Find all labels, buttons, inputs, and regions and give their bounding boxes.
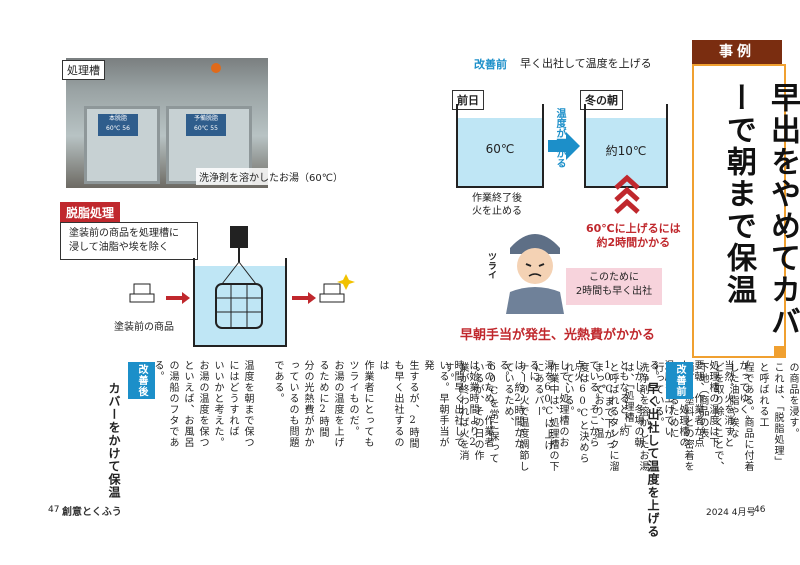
body-line: 洗浄剤を溶かしたお湯は、「処理槽」: [622, 362, 648, 472]
body-line: がってゆく。: [737, 360, 748, 426]
after-heading: カバーをかけて保温: [107, 382, 121, 499]
day-before-water: [458, 118, 542, 186]
early-reason-line2: 2時間も早く出社: [575, 286, 653, 297]
heat-time-line2: 約2時間かかる: [596, 236, 671, 249]
photo-caption: 洗浄剤を溶かしたお湯（60℃）: [196, 168, 346, 185]
body-line: 業が終われば火を消す。: [442, 362, 468, 461]
body-line: 60℃を常に保っているが、その日の作: [472, 362, 498, 464]
winter-water: [586, 118, 666, 186]
worker-illustration: [506, 234, 564, 314]
problem-summary: 早朝手当が発生、光熱費がかかる: [460, 328, 656, 343]
body-line: 程である。商品に付着した油脂や埃な: [727, 362, 753, 472]
body-line: 当然、火を消すと処理槽の温度は下: [707, 360, 733, 448]
hoist-icon: [230, 226, 248, 248]
body-line: 面）と塗料との密着を良くするために: [667, 362, 693, 472]
body-line: いいかと考えた。: [212, 360, 223, 448]
body-line: [255, 360, 270, 454]
worker-feeling: ツライ: [486, 252, 496, 279]
left-page-number: 47: [48, 505, 60, 515]
temp-drop-label: 温度が下がる: [554, 108, 565, 168]
arrow-into-tank: [166, 292, 190, 304]
body-line: かしたお湯に、塗装前の商品を浸す。: [787, 362, 798, 439]
body-line: 10℃まで下がっている。そこから点火: [572, 360, 613, 451]
body-line: 作業者にとってもツライものだ。: [347, 360, 373, 448]
brand-logo: 創意とくふう: [62, 507, 122, 518]
early-reason-line1: このために: [589, 272, 639, 283]
body-line: 時間早く出社している。早朝手当が発: [422, 360, 463, 448]
before-heading-top: 早く出社して温度を上げる: [520, 57, 652, 70]
degreasing-tag: 脱脂処理: [60, 202, 121, 223]
title-corner-mark: [774, 346, 786, 358]
day-before-tank: 60℃: [456, 104, 544, 188]
category-tag: 事例: [692, 40, 782, 64]
temp-drop-arrow: [548, 132, 580, 160]
body-line: これは、「脱脂処理」と呼ばれる工: [757, 362, 783, 467]
body-line: お湯の温度を保つといえば、お風呂: [182, 360, 208, 448]
body-line: 行っている。: [652, 362, 663, 428]
body-line: 温度を朝まで保つにはどうすれば: [227, 360, 253, 448]
degreasing-desc-line2: 浸して油脂や埃を除く: [69, 242, 169, 253]
after-tag: 改善後: [128, 362, 155, 399]
degreasing-tank: [193, 258, 287, 347]
day-before-label: 前日: [452, 90, 484, 110]
body-line: の湯船のフタである。: [152, 360, 178, 448]
body-line: と呼ばれるタンクに溜まっており、温: [592, 362, 618, 472]
body-line: である。: [272, 360, 283, 404]
after-work-line1: 作業終了後: [472, 193, 522, 204]
product-caption: 塗装前の商品: [114, 322, 174, 333]
right-body-columns: 塗装の前処理工程では、洗浄剤を溶かしたお湯に、塗装前の商品を浸す。これは、「脱脂…: [440, 362, 800, 472]
basket-icon: [215, 283, 263, 329]
body-line: 作業中は、処理槽の下にあるバー: [532, 362, 558, 472]
degreasing-diagram: [129, 226, 355, 347]
after-work-line2: 火を止める: [472, 206, 522, 217]
body-line: どを取り除くことで、下地（商品の表: [697, 362, 723, 472]
body-line: 分の光熱費がかかっているのも問題: [287, 360, 313, 448]
body-line: しかし、冬場の朝ともなると、約: [617, 360, 643, 448]
before-tag-top: 改善前: [474, 58, 507, 71]
after-work-caption: 作業終了後 火を止める: [472, 192, 522, 218]
body-line: ナーの火で温度調節しているため、: [502, 362, 528, 472]
section-heading: 早く出社して温度を上げる: [646, 382, 660, 538]
winter-morning-tank: 約10℃: [584, 104, 668, 188]
main-title: 早出をやめてカバーで朝まで保温: [721, 82, 800, 338]
early-reason-box: このために 2時間も早く出社: [566, 268, 662, 305]
body-line: は、約2時間かかる。: [497, 360, 523, 449]
body-line: お湯の温度を上げるために2時間: [317, 360, 343, 448]
title-box: 早出をやめてカバーで朝まで保温: [692, 64, 800, 358]
temp-before: 60℃: [485, 142, 515, 156]
body-line: そのため、作業者は始業時間より2: [467, 360, 493, 449]
body-line: 度は60℃と決められている。: [562, 362, 588, 464]
winter-morning-label: 冬の朝: [580, 90, 623, 110]
photo-label: 処理槽: [62, 60, 105, 80]
body-line: 生するが、2時間も早く出社するのは: [377, 360, 418, 449]
issue-label: 2024 4月号: [706, 508, 756, 518]
right-page-number: 46: [754, 505, 766, 515]
degreasing-description: 塗装前の商品を処理槽に 浸して油脂や埃を除く: [60, 222, 198, 260]
arrow-out-tank: [292, 292, 316, 304]
hook-icon: [211, 63, 221, 73]
temp-after: 約10℃: [605, 144, 647, 158]
section-tag: 改善前: [666, 362, 693, 399]
heat-time-note: 60℃に上げるには 約2時間かかる: [586, 222, 681, 250]
degreasing-water: [194, 266, 286, 346]
body-line: して、処理槽のお湯を60℃に上げるに: [527, 360, 568, 451]
degreasing-desc-line1: 塗装前の商品を処理槽に: [69, 228, 179, 239]
clean-product-icon: [319, 274, 355, 303]
body-line: 要朝、作業者が点火して、処理槽の: [677, 360, 703, 448]
right-body-text: 塗装の前処理工程では、洗浄剤を溶かしたお湯に、塗装前の商品を浸す。これは、「脱脂…: [440, 362, 800, 472]
product-icon: [129, 283, 155, 303]
heat-up-chevrons-icon: [614, 174, 640, 214]
heat-time-line1: 60℃に上げるには: [586, 222, 681, 235]
